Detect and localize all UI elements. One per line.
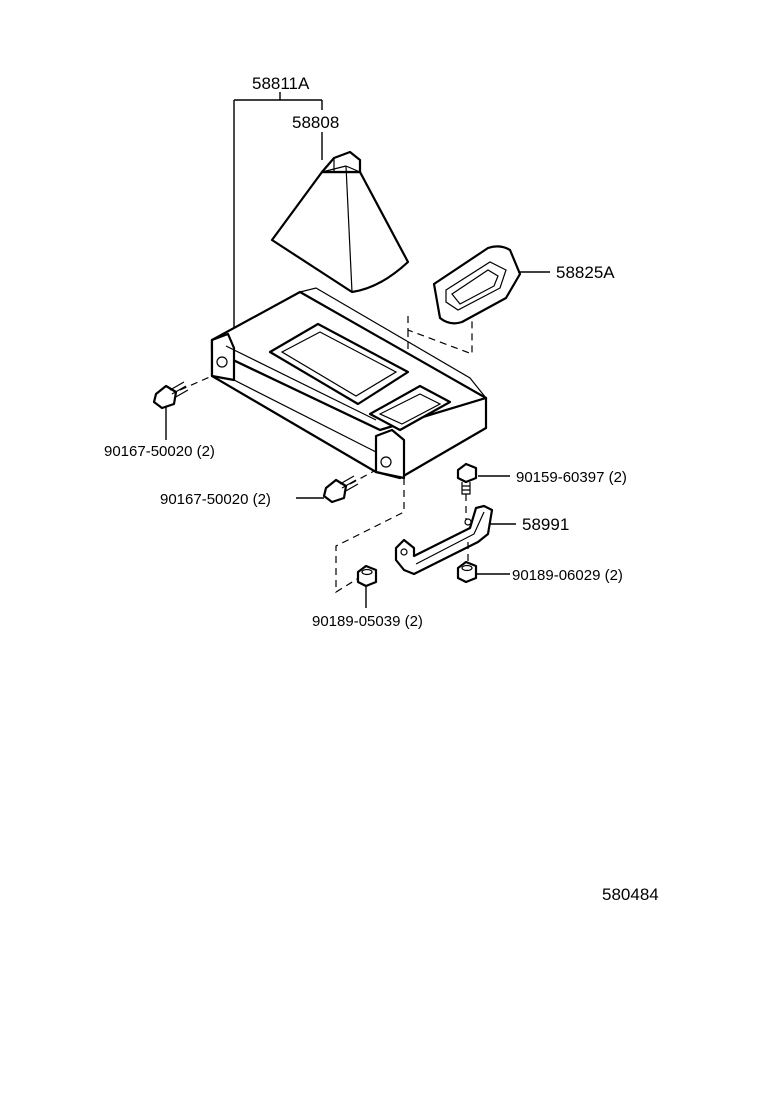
assembly-bracket-58811A <box>233 92 323 333</box>
screw-front-part[interactable] <box>322 469 377 504</box>
diagram-id-label: 580484 <box>602 885 659 904</box>
label-bolt-top: 90159-60397 (2) <box>516 469 627 486</box>
console-box-part[interactable] <box>210 287 488 480</box>
label-nut-bottom: 90189-05039 (2) <box>312 613 423 630</box>
label-nut-bracket: 90189-06029 (2) <box>512 567 623 584</box>
label-58825A: 58825A <box>556 263 615 282</box>
shift-boot-part[interactable] <box>270 150 410 294</box>
bracket-part[interactable] <box>394 504 494 576</box>
insert-cover-part[interactable] <box>432 245 522 325</box>
bolt-top-part[interactable] <box>456 462 478 520</box>
label-screw-left: 90167-50020 (2) <box>104 443 215 460</box>
nut-bottom-part[interactable] <box>335 478 405 594</box>
label-58991: 58991 <box>522 515 569 534</box>
screw-left-part[interactable] <box>152 375 213 410</box>
label-58808: 58808 <box>292 113 339 132</box>
nut-bracket-part[interactable] <box>456 542 478 584</box>
label-58811A: 58811A <box>252 74 310 93</box>
label-screw-front: 90167-50020 (2) <box>160 491 271 508</box>
